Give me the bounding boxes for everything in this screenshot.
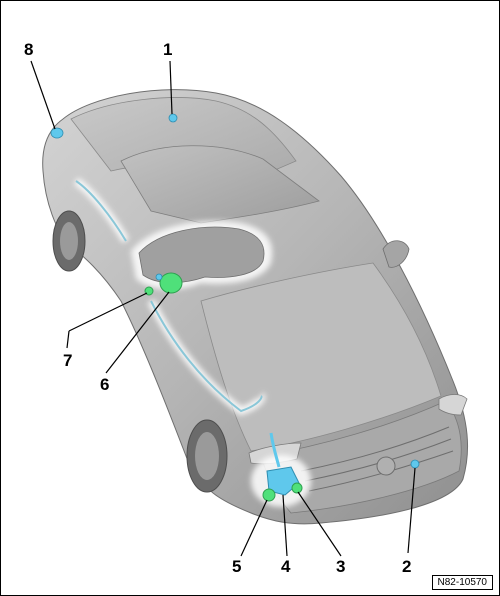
side-mirror <box>382 240 410 268</box>
leader-4 <box>282 494 288 557</box>
component-1-marker <box>168 113 178 123</box>
callout-7: 7 <box>63 351 72 370</box>
callout-5: 5 <box>232 557 241 576</box>
right-headlight <box>438 394 468 416</box>
reference-code: N82-10570 <box>431 575 493 590</box>
leader-5 <box>240 499 268 557</box>
callout-6: 6 <box>100 375 109 394</box>
car-glass <box>120 145 320 224</box>
car-body <box>42 89 469 525</box>
callout-3: 3 <box>336 557 345 576</box>
component-6-marker <box>159 272 183 294</box>
component-2-marker <box>410 459 420 469</box>
leader-7 <box>66 330 70 349</box>
fuel-line <box>75 180 263 413</box>
callout-4: 4 <box>281 557 291 576</box>
brand-emblem <box>376 456 396 476</box>
leader-2 <box>407 467 416 554</box>
leader-8 <box>30 60 56 130</box>
rear-wheel-rim <box>60 222 78 260</box>
leader-1 <box>169 60 173 115</box>
component-8-marker <box>50 127 64 139</box>
leader-6 <box>105 291 170 374</box>
callout-2: 2 <box>402 557 411 576</box>
leader-lines <box>30 60 416 557</box>
front-pipe <box>269 432 281 468</box>
callout-labels: 1 2 3 4 5 6 7 8 <box>24 40 411 576</box>
callout-1: 1 <box>163 40 172 59</box>
component-7b-marker <box>155 273 163 281</box>
highlighted-components <box>50 113 420 507</box>
callout-8: 8 <box>24 40 33 59</box>
front-wheel-rim <box>195 432 219 480</box>
leader-7b <box>68 292 148 332</box>
component-3-marker <box>291 482 303 494</box>
component-5-marker <box>262 488 276 502</box>
leader-3 <box>297 491 342 557</box>
